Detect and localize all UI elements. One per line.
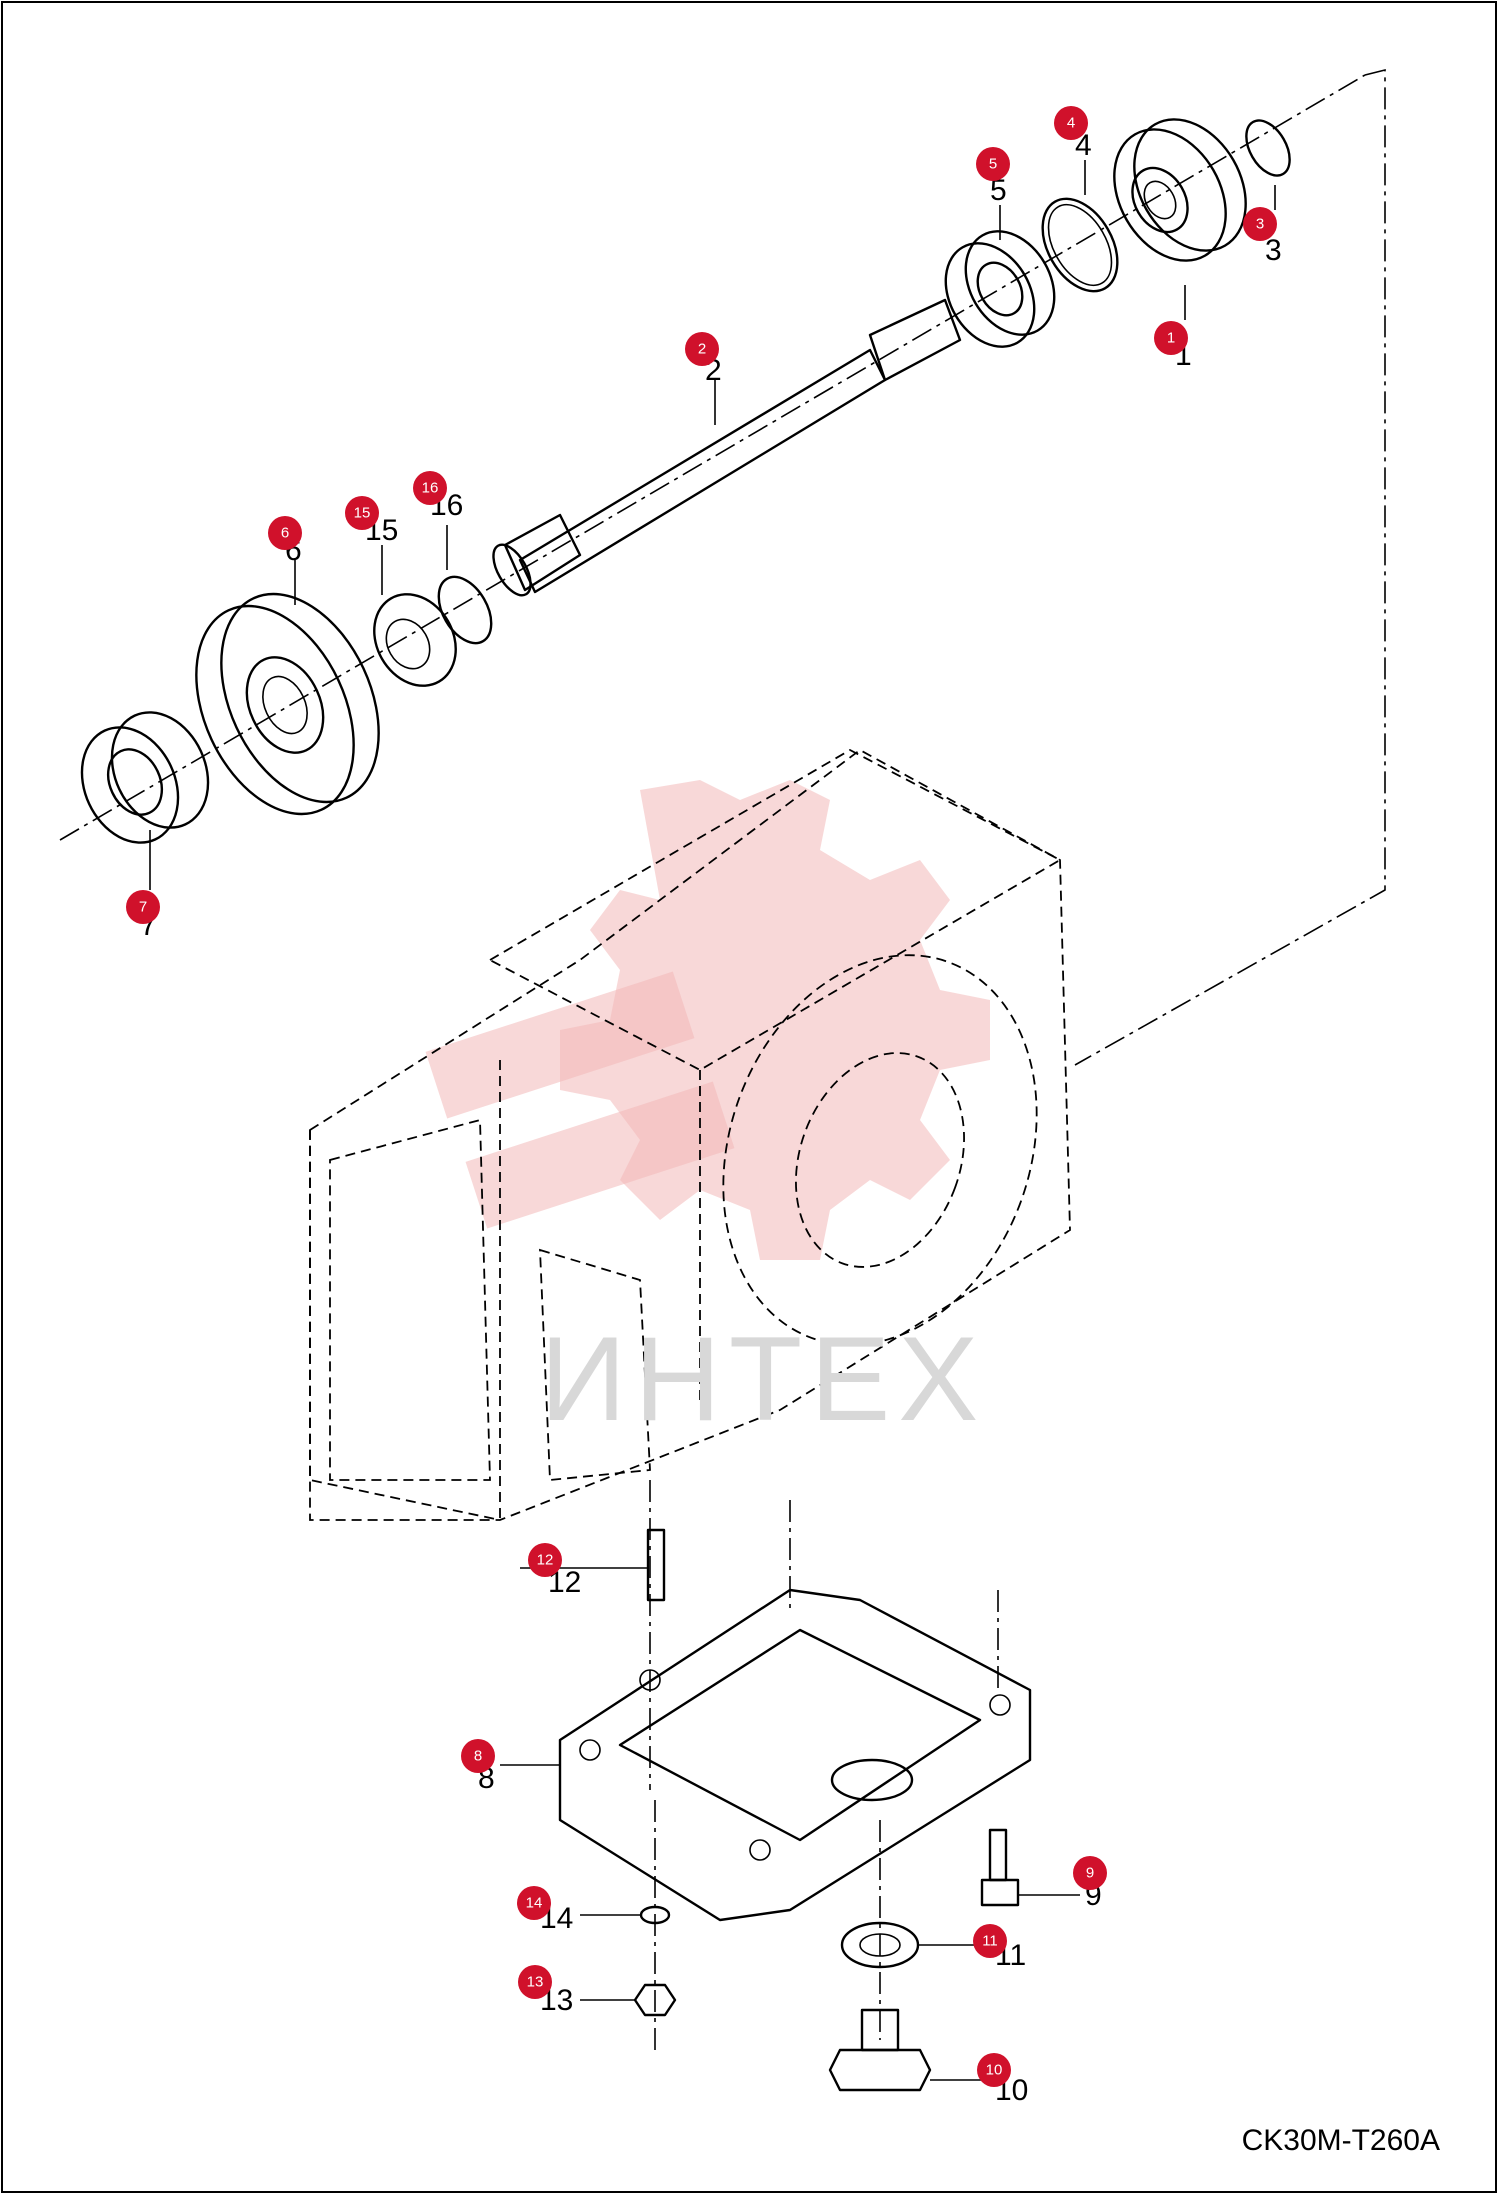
svg-text:16: 16	[422, 480, 439, 497]
bolt-9	[980, 1828, 1020, 1907]
callout-3: 3	[1265, 234, 1282, 267]
badge-5[interactable]: 5	[976, 147, 1010, 181]
main-shaft	[492, 298, 962, 597]
svg-text:6: 6	[281, 525, 289, 542]
circlip-4	[1041, 197, 1119, 293]
badge-7[interactable]: 7	[126, 890, 160, 924]
oil-pan-8	[558, 1588, 1032, 1922]
svg-text:1: 1	[1167, 330, 1175, 347]
svg-text:7: 7	[139, 899, 147, 916]
svg-text:11: 11	[982, 1933, 998, 1950]
drawing-code: CK30M-T260A	[1241, 2124, 1440, 2157]
badge-3[interactable]: 3	[1243, 207, 1277, 241]
bearing-7	[80, 711, 210, 844]
badge-12[interactable]: 12	[528, 1543, 562, 1577]
svg-text:3: 3	[1256, 216, 1264, 233]
watermark-gear	[425, 780, 990, 1260]
axis-return	[1074, 68, 1386, 1066]
drain-plug-10	[828, 2008, 932, 2092]
badge-14[interactable]: 14	[517, 1886, 551, 1920]
gear-1	[1113, 118, 1247, 262]
svg-text:5: 5	[989, 156, 997, 173]
svg-text:15: 15	[354, 505, 371, 522]
svg-text:8: 8	[474, 1748, 482, 1765]
svg-text:2: 2	[698, 341, 706, 358]
snap-ring-3	[1245, 119, 1291, 177]
stud-12	[646, 1528, 666, 1602]
circlip-16	[437, 575, 493, 645]
washer-15	[373, 593, 457, 687]
badge-13[interactable]: 13	[518, 1965, 552, 1999]
badge-9[interactable]: 9	[1073, 1856, 1107, 1890]
gear-6	[195, 592, 380, 816]
svg-text:13: 13	[527, 1974, 544, 1991]
badge-1[interactable]: 1	[1154, 321, 1188, 355]
badge-16[interactable]: 16	[413, 471, 447, 505]
svg-text:9: 9	[1086, 1865, 1094, 1882]
callout-5: 5	[990, 174, 1007, 207]
badge-10[interactable]: 10	[977, 2053, 1011, 2087]
svg-text:10: 10	[986, 2062, 1003, 2079]
svg-text:4: 4	[1067, 115, 1075, 132]
svg-text:12: 12	[537, 1552, 554, 1569]
bearing-5	[944, 230, 1056, 348]
badge-4[interactable]: 4	[1054, 106, 1088, 140]
watermark-text: ИНТЕХ	[540, 1312, 986, 1446]
badge-6[interactable]: 6	[268, 516, 302, 550]
badge-15[interactable]: 15	[345, 496, 379, 530]
lock-washer-14	[639, 1905, 671, 1925]
badge-11[interactable]: 11	[973, 1924, 1007, 1958]
shaft-axis	[59, 74, 1366, 841]
badge-8[interactable]: 8	[461, 1739, 495, 1773]
badge-2[interactable]: 2	[685, 332, 719, 366]
transmission-housing	[309, 748, 1071, 1521]
svg-text:14: 14	[526, 1895, 543, 1912]
